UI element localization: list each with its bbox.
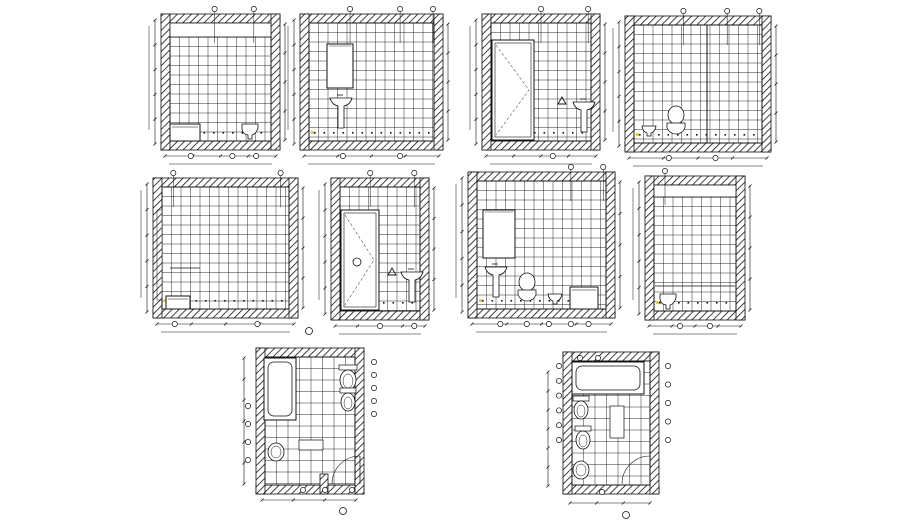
shower-door xyxy=(491,39,535,141)
section-tag xyxy=(339,507,347,515)
toilet xyxy=(517,272,537,302)
door-swing xyxy=(621,455,651,485)
datum-marker xyxy=(479,299,482,302)
toilet xyxy=(659,293,677,310)
bathtub xyxy=(169,123,201,142)
toilet xyxy=(241,123,259,140)
mirror xyxy=(482,209,516,259)
elevation-1 xyxy=(160,6,281,151)
skirting-dots xyxy=(314,132,430,134)
elevation-8 xyxy=(644,168,746,321)
side-panel xyxy=(156,209,163,301)
washbasin xyxy=(329,94,353,129)
shower-drain xyxy=(352,257,362,267)
toilet xyxy=(666,105,686,135)
datum-marker xyxy=(656,301,659,304)
plan-2 xyxy=(562,351,660,495)
section-tag xyxy=(622,511,630,519)
washbasin-plan xyxy=(267,442,285,462)
elevation-2 xyxy=(299,6,444,151)
elevation-6 xyxy=(330,170,430,321)
dimension-lines xyxy=(140,18,778,519)
toilet-plan xyxy=(574,425,592,450)
tile-grid xyxy=(633,24,763,144)
elevation-views xyxy=(152,6,772,321)
bathtub-plan xyxy=(263,357,297,421)
plan-1 xyxy=(255,347,365,495)
toilet-plan xyxy=(338,364,358,391)
washbasin xyxy=(572,98,596,133)
elevation-5 xyxy=(152,170,299,319)
shower-head-symbol xyxy=(557,96,567,105)
skirting-dots xyxy=(639,134,755,136)
bathtub xyxy=(165,295,191,310)
tile-grid xyxy=(653,196,737,312)
bidet xyxy=(641,125,657,137)
toilet-plan xyxy=(339,387,357,412)
plan-views xyxy=(255,347,660,495)
mirror xyxy=(326,43,354,89)
washbasin-plan xyxy=(572,460,590,480)
washbasin xyxy=(484,263,508,298)
elevation-3 xyxy=(481,6,601,151)
washbasin xyxy=(400,268,424,303)
bathtub xyxy=(569,286,599,310)
shower-head-symbol xyxy=(387,267,397,276)
toilet-plan xyxy=(572,395,590,420)
datum-marker xyxy=(636,133,639,136)
bathtub-plan xyxy=(571,361,645,395)
datum-marker xyxy=(311,131,314,134)
elevation-4 xyxy=(624,8,772,153)
tile-grid xyxy=(161,186,290,310)
elevation-7 xyxy=(467,164,616,319)
bidet xyxy=(547,293,563,305)
tile-grid xyxy=(169,36,272,142)
door-swing xyxy=(331,455,361,485)
section-tag xyxy=(305,327,313,335)
